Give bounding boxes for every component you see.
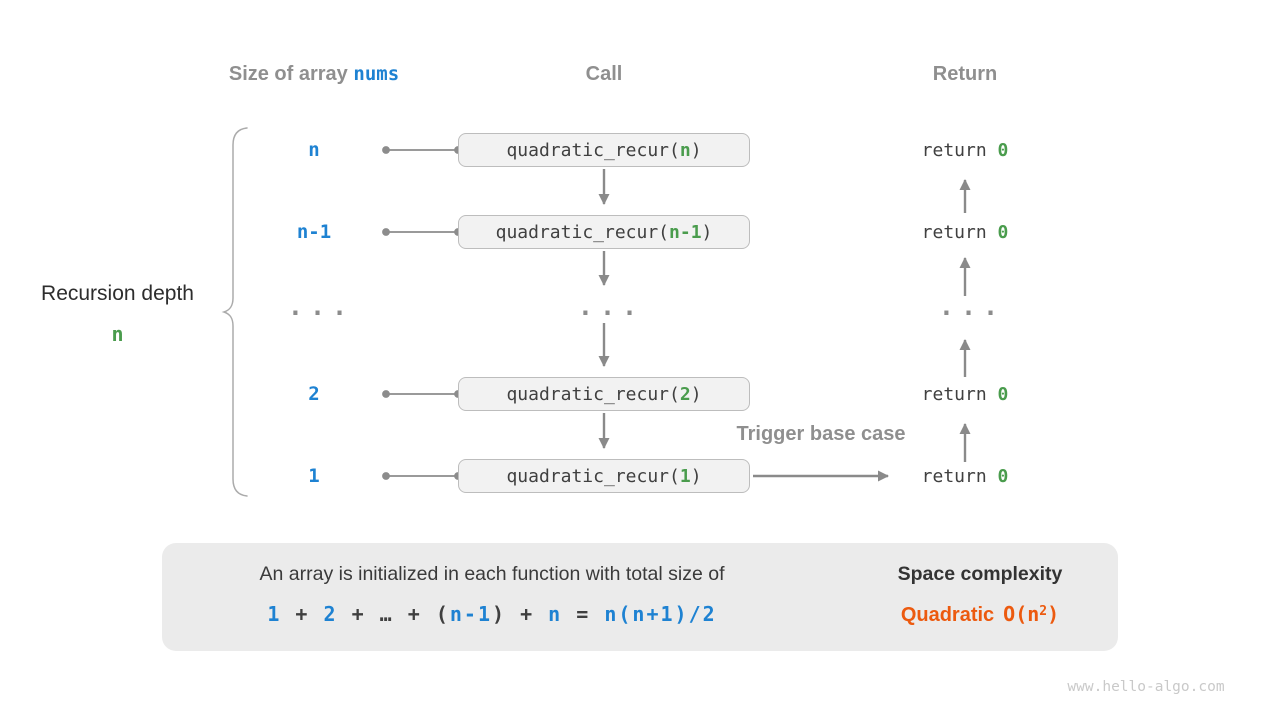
- return-keyword: return: [921, 383, 987, 405]
- space-complexity-value: Quadratic O(n2): [848, 602, 1112, 627]
- call-box: quadratic_recur(n): [458, 133, 750, 167]
- call-box: quadratic_recur(n-1): [458, 215, 750, 249]
- return-label: return 0: [880, 459, 1050, 493]
- call-box-text: quadratic_recur(: [506, 139, 680, 161]
- column-header-return: Return: [932, 62, 998, 85]
- call-box: quadratic_recur(2): [458, 377, 750, 411]
- equation-token: ): [492, 602, 507, 626]
- array-size-label: 1: [308, 465, 320, 487]
- equation-token: +: [393, 602, 436, 626]
- call-box-text: ): [701, 221, 713, 243]
- summary-description: An array is initialized in each function…: [259, 563, 725, 585]
- return-keyword: return: [921, 221, 987, 243]
- return-label: return 0: [880, 215, 1050, 249]
- return-keyword: return: [921, 465, 987, 487]
- return-label: return 0: [880, 133, 1050, 167]
- call-box-text: quadratic_recur(: [506, 383, 680, 405]
- return-value: 0: [997, 139, 1009, 161]
- column-header-size: Size of array nums: [194, 60, 434, 88]
- array-size-label: n-1: [296, 221, 332, 243]
- ellipsis-return: ...: [938, 291, 1006, 321]
- equation-token: =: [562, 602, 605, 626]
- ellipsis-call: ...: [577, 291, 645, 321]
- equation-token: (: [435, 602, 450, 626]
- equation-token: n: [548, 602, 563, 626]
- array-size-label: n: [308, 139, 320, 161]
- equation-token: n(n+1)/2: [604, 602, 717, 626]
- return-value: 0: [997, 221, 1009, 243]
- column-header-size-code: nums: [353, 63, 400, 85]
- call-arg: n: [679, 139, 691, 161]
- equation-token: +: [281, 602, 324, 626]
- call-box-text: ): [690, 139, 702, 161]
- equation-token: n-1: [449, 602, 492, 626]
- equation-token: 2: [323, 602, 338, 626]
- complexity-word: Quadratic: [900, 604, 995, 626]
- space-complexity-title: Space complexity: [897, 563, 1063, 585]
- ellipsis-size: ...: [287, 291, 355, 321]
- array-size-label: 2: [308, 383, 320, 405]
- call-box-text: ): [690, 465, 702, 487]
- equation-token: …: [379, 602, 394, 626]
- call-box-text: quadratic_recur(: [506, 465, 680, 487]
- return-value: 0: [997, 465, 1009, 487]
- call-box-text: ): [690, 383, 702, 405]
- column-header-call: Call: [585, 62, 623, 85]
- equation-token: +: [337, 602, 380, 626]
- recursion-depth-value: n: [111, 322, 124, 346]
- trigger-base-case-label: Trigger base case: [736, 423, 906, 445]
- big-o-notation: O(n2): [1003, 602, 1060, 626]
- call-arg: n-1: [669, 221, 702, 243]
- call-box: quadratic_recur(1): [458, 459, 750, 493]
- equation-token: 1: [267, 602, 282, 626]
- ellipsis-row: ... ... ...: [0, 292, 1280, 327]
- summary-panel: [162, 543, 1118, 651]
- call-arg: 2: [679, 383, 691, 405]
- call-arg: 1: [679, 465, 691, 487]
- call-box-text: quadratic_recur(: [495, 221, 670, 243]
- return-keyword: return: [921, 139, 987, 161]
- return-value: 0: [997, 383, 1009, 405]
- watermark: www.hello-algo.com: [1067, 679, 1225, 695]
- recursion-depth-label: Recursion depth: [41, 282, 194, 305]
- equation-token: +: [506, 602, 549, 626]
- big-o-exponent: 2: [1039, 604, 1048, 619]
- return-label: return 0: [880, 377, 1050, 411]
- column-header-size-text: Size of array: [228, 62, 354, 85]
- summary-equation: 1 + 2 + … + (n-1) + n = n(n+1)/2: [168, 602, 816, 626]
